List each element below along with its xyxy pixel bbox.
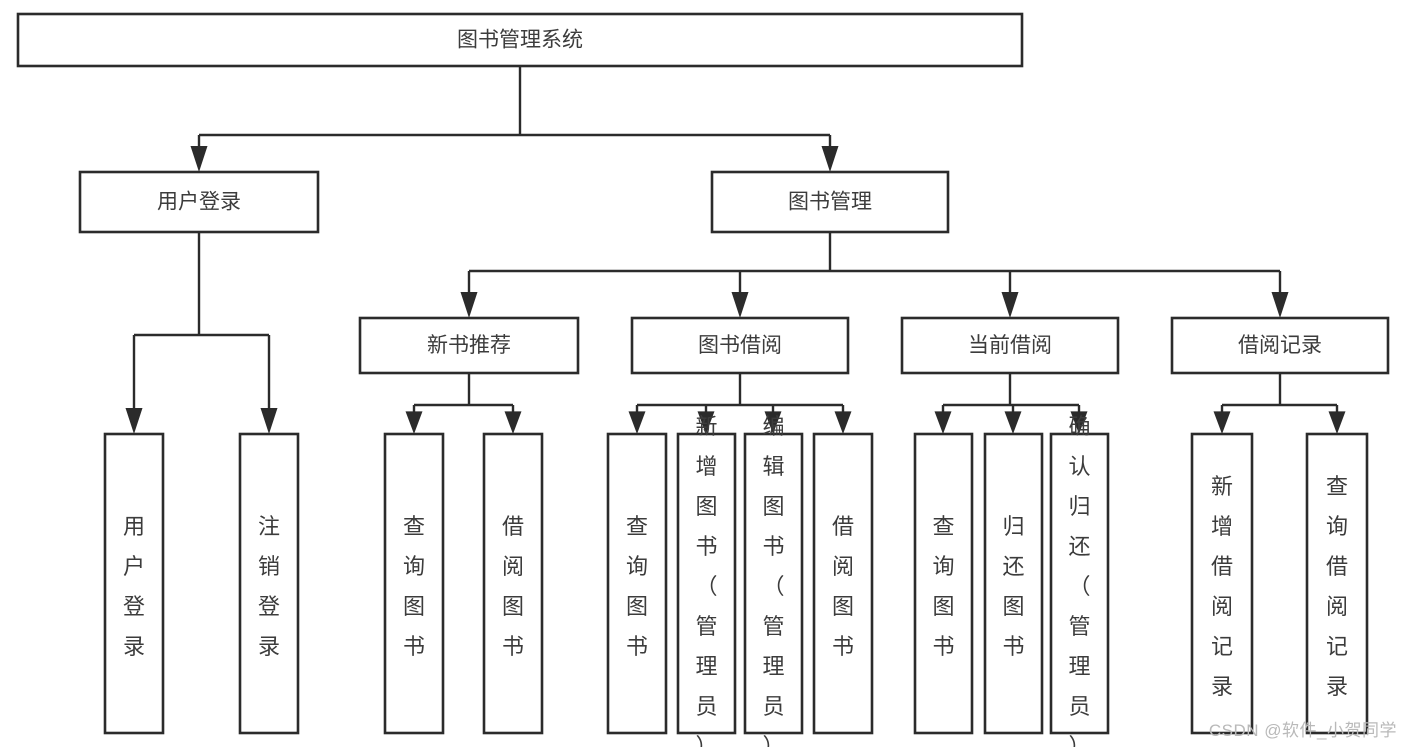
arrow-head-icon (1004, 411, 1022, 434)
arrow-head-icon (125, 408, 143, 434)
connector-group-new-book-recommend (405, 373, 522, 434)
node-leaf-return-book[interactable]: 归还图书 (983, 432, 1044, 735)
node-box (383, 432, 445, 735)
node-root[interactable]: 图书管理系统 (16, 12, 1024, 68)
node-label-vertical: 借阅图书 (502, 514, 524, 659)
arrow-head-icon (190, 146, 208, 172)
node-label-vertical: 借阅图书 (832, 514, 854, 659)
arrow-head-icon (821, 146, 839, 172)
arrow-head-icon (1213, 411, 1231, 434)
csdn-watermark: CSDN @软件_小贺同学 (1208, 721, 1397, 740)
node-label-vertical: 查询图书 (626, 514, 648, 659)
connector-group-book-manage (460, 232, 1289, 318)
node-leaf-borrow-book[interactable]: 借阅图书 (812, 432, 874, 735)
connector-group-borrow-record (1213, 373, 1346, 434)
node-box (1305, 432, 1369, 735)
arrow-head-icon (1328, 411, 1346, 434)
node-user-login[interactable]: 用户登录 (78, 170, 320, 234)
node-label: 用户登录 (157, 191, 241, 214)
node-box (630, 316, 850, 375)
connector-group-current-borrow (934, 373, 1088, 434)
node-box (983, 432, 1044, 735)
node-leaf-edit-book[interactable]: 编辑图书（管理员） (743, 414, 804, 747)
node-label: 图书借阅 (698, 334, 782, 357)
node-box (1049, 432, 1110, 735)
node-box (710, 170, 950, 234)
arrow-head-icon (697, 411, 715, 434)
node-leaf-confirm-return[interactable]: 确认归还（管理员） (1049, 414, 1110, 747)
node-box (606, 432, 668, 735)
arrow-head-icon (1271, 292, 1289, 318)
node-leaf-query-book-recommend[interactable]: 查询图书 (383, 432, 445, 735)
node-label: 当前借阅 (968, 334, 1052, 357)
arrow-head-icon (1070, 411, 1088, 434)
node-book-borrow[interactable]: 图书借阅 (630, 316, 850, 375)
node-label: 新书推荐 (427, 334, 511, 357)
node-borrow-record[interactable]: 借阅记录 (1170, 316, 1390, 375)
node-label-vertical: 查询图书 (932, 514, 954, 659)
node-box (358, 316, 580, 375)
node-box (676, 432, 737, 735)
arrow-head-icon (764, 411, 782, 434)
node-label-vertical: 归还图书 (1002, 514, 1024, 659)
node-box (913, 432, 974, 735)
node-box (900, 316, 1120, 375)
node-box (1190, 432, 1254, 735)
node-new-book-recommend[interactable]: 新书推荐 (358, 316, 580, 375)
node-label-vertical: 注销登录 (258, 514, 280, 659)
node-label: 图书管理系统 (457, 29, 583, 52)
node-layer: 图书管理系统用户登录图书管理新书推荐图书借阅当前借阅借阅记录用户登录注销登录查询… (16, 12, 1390, 747)
arrow-head-icon (405, 411, 423, 434)
node-label: 图书管理 (788, 191, 872, 214)
node-box (743, 432, 804, 735)
node-book-manage[interactable]: 图书管理 (710, 170, 950, 234)
arrow-head-icon (460, 292, 478, 318)
arrow-head-icon (628, 411, 646, 434)
node-label: 借阅记录 (1238, 334, 1322, 357)
node-label-vertical: 新增借阅记录 (1211, 474, 1233, 699)
arrow-head-icon (934, 411, 952, 434)
node-box (482, 432, 544, 735)
node-box (103, 432, 165, 735)
node-label-vertical: 用户登录 (123, 514, 145, 659)
node-box (1170, 316, 1390, 375)
node-leaf-query-borrow-record[interactable]: 查询借阅记录 (1305, 432, 1369, 735)
arrow-head-icon (731, 292, 749, 318)
node-leaf-add-borrow-record[interactable]: 新增借阅记录 (1190, 432, 1254, 735)
node-label-vertical: 查询借阅记录 (1326, 474, 1348, 699)
node-leaf-borrow-book-recommend[interactable]: 借阅图书 (482, 432, 544, 735)
connector-group-user-login (125, 232, 278, 434)
node-label-vertical: 新增图书（管理员） (695, 414, 717, 747)
arrow-head-icon (834, 411, 852, 434)
arrow-head-icon (1001, 292, 1019, 318)
node-leaf-query-book-current[interactable]: 查询图书 (913, 432, 974, 735)
connector-layer (125, 66, 1346, 434)
node-box (238, 432, 300, 735)
node-leaf-logout[interactable]: 注销登录 (238, 432, 300, 735)
arrow-head-icon (504, 411, 522, 434)
node-leaf-query-book-borrow[interactable]: 查询图书 (606, 432, 668, 735)
connector-group-root (190, 66, 839, 172)
node-box (78, 170, 320, 234)
arrow-head-icon (260, 408, 278, 434)
connector-group-book-borrow (628, 373, 852, 434)
node-label-vertical: 确认归还（管理员） (1068, 414, 1090, 747)
node-leaf-user-login[interactable]: 用户登录 (103, 432, 165, 735)
node-label-vertical: 编辑图书（管理员） (762, 414, 784, 747)
node-box (812, 432, 874, 735)
node-current-borrow[interactable]: 当前借阅 (900, 316, 1120, 375)
node-box (16, 12, 1024, 68)
node-leaf-add-book[interactable]: 新增图书（管理员） (676, 414, 737, 747)
node-label-vertical: 查询图书 (403, 514, 425, 659)
